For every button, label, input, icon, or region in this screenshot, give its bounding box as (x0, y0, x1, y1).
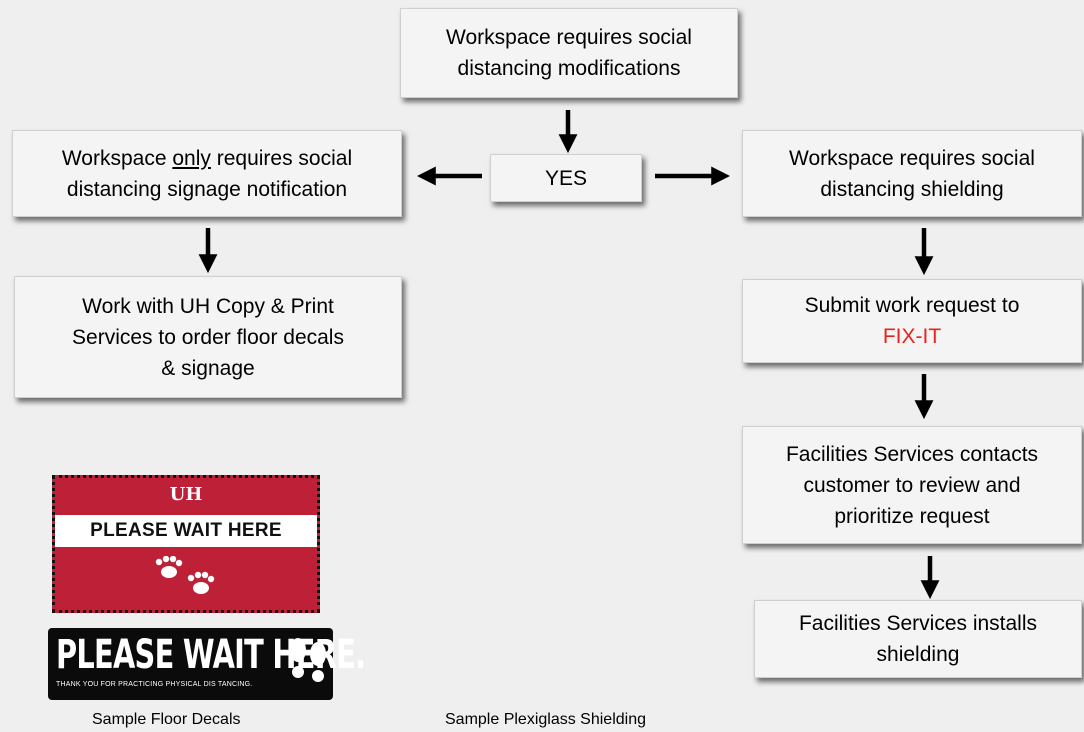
box-copy-print-services: Work with UH Copy & Print Services to or… (14, 276, 402, 398)
text-line: shielding (876, 643, 960, 666)
box-submit-request: Submit work request to FIX-IT (742, 279, 1082, 363)
text-line: distancing modifications (457, 57, 681, 80)
text-line: Workspace requires social (789, 146, 1035, 170)
box-signage-notification: Workspace only requires social distancin… (12, 130, 402, 217)
footprints-icon (290, 638, 326, 682)
emphasis-only: only (172, 146, 211, 170)
floor-decal-black: PLEASE WAIT HERE. THANK YOU FOR PRACTICI… (48, 628, 366, 700)
box-install-shielding: Facilities Services installs shielding (754, 600, 1082, 678)
text-line: customer to review and (803, 473, 1021, 497)
text-line: prioritize request (834, 504, 990, 528)
text-line: Services to order floor decals (72, 325, 344, 349)
caption-plexiglass-shielding: Sample Plexiglass Shielding (445, 711, 646, 728)
caption-floor-decals: Sample Floor Decals (92, 711, 241, 728)
decal-text: PLEASE WAIT HERE (55, 515, 317, 547)
box-contact-customer: Facilities Services contacts customer to… (742, 426, 1082, 544)
text-line: Workspace requires social (446, 26, 692, 49)
paw-prints-icon (155, 556, 215, 594)
text-line: distancing shielding (820, 177, 1004, 201)
text-line: distancing signage notification (66, 177, 348, 201)
text-line: Facilities Services installs (798, 612, 1038, 635)
text-line: Submit work request to (804, 294, 1020, 317)
yes-label: YES (544, 166, 588, 190)
box-distancing-shielding: Workspace requires social distancing shi… (742, 130, 1082, 217)
box-workspace-modifications: Workspace requires social distancing mod… (400, 8, 738, 98)
text-line: Work with UH Copy & Print (82, 294, 334, 318)
decal-subtext: THANK YOU FOR PRACTICING PHYSICAL DIS TA… (56, 681, 253, 688)
floor-decal-red: UH PLEASE WAIT HERE (52, 475, 320, 613)
text-line: Workspace only requires social (61, 146, 353, 170)
fix-it-link[interactable]: FIX-IT (882, 325, 942, 348)
text-line: Facilities Services contacts (785, 442, 1039, 466)
text-line: & signage (161, 356, 255, 380)
box-yes: YES (490, 154, 642, 202)
uh-logo: UH (169, 484, 203, 505)
